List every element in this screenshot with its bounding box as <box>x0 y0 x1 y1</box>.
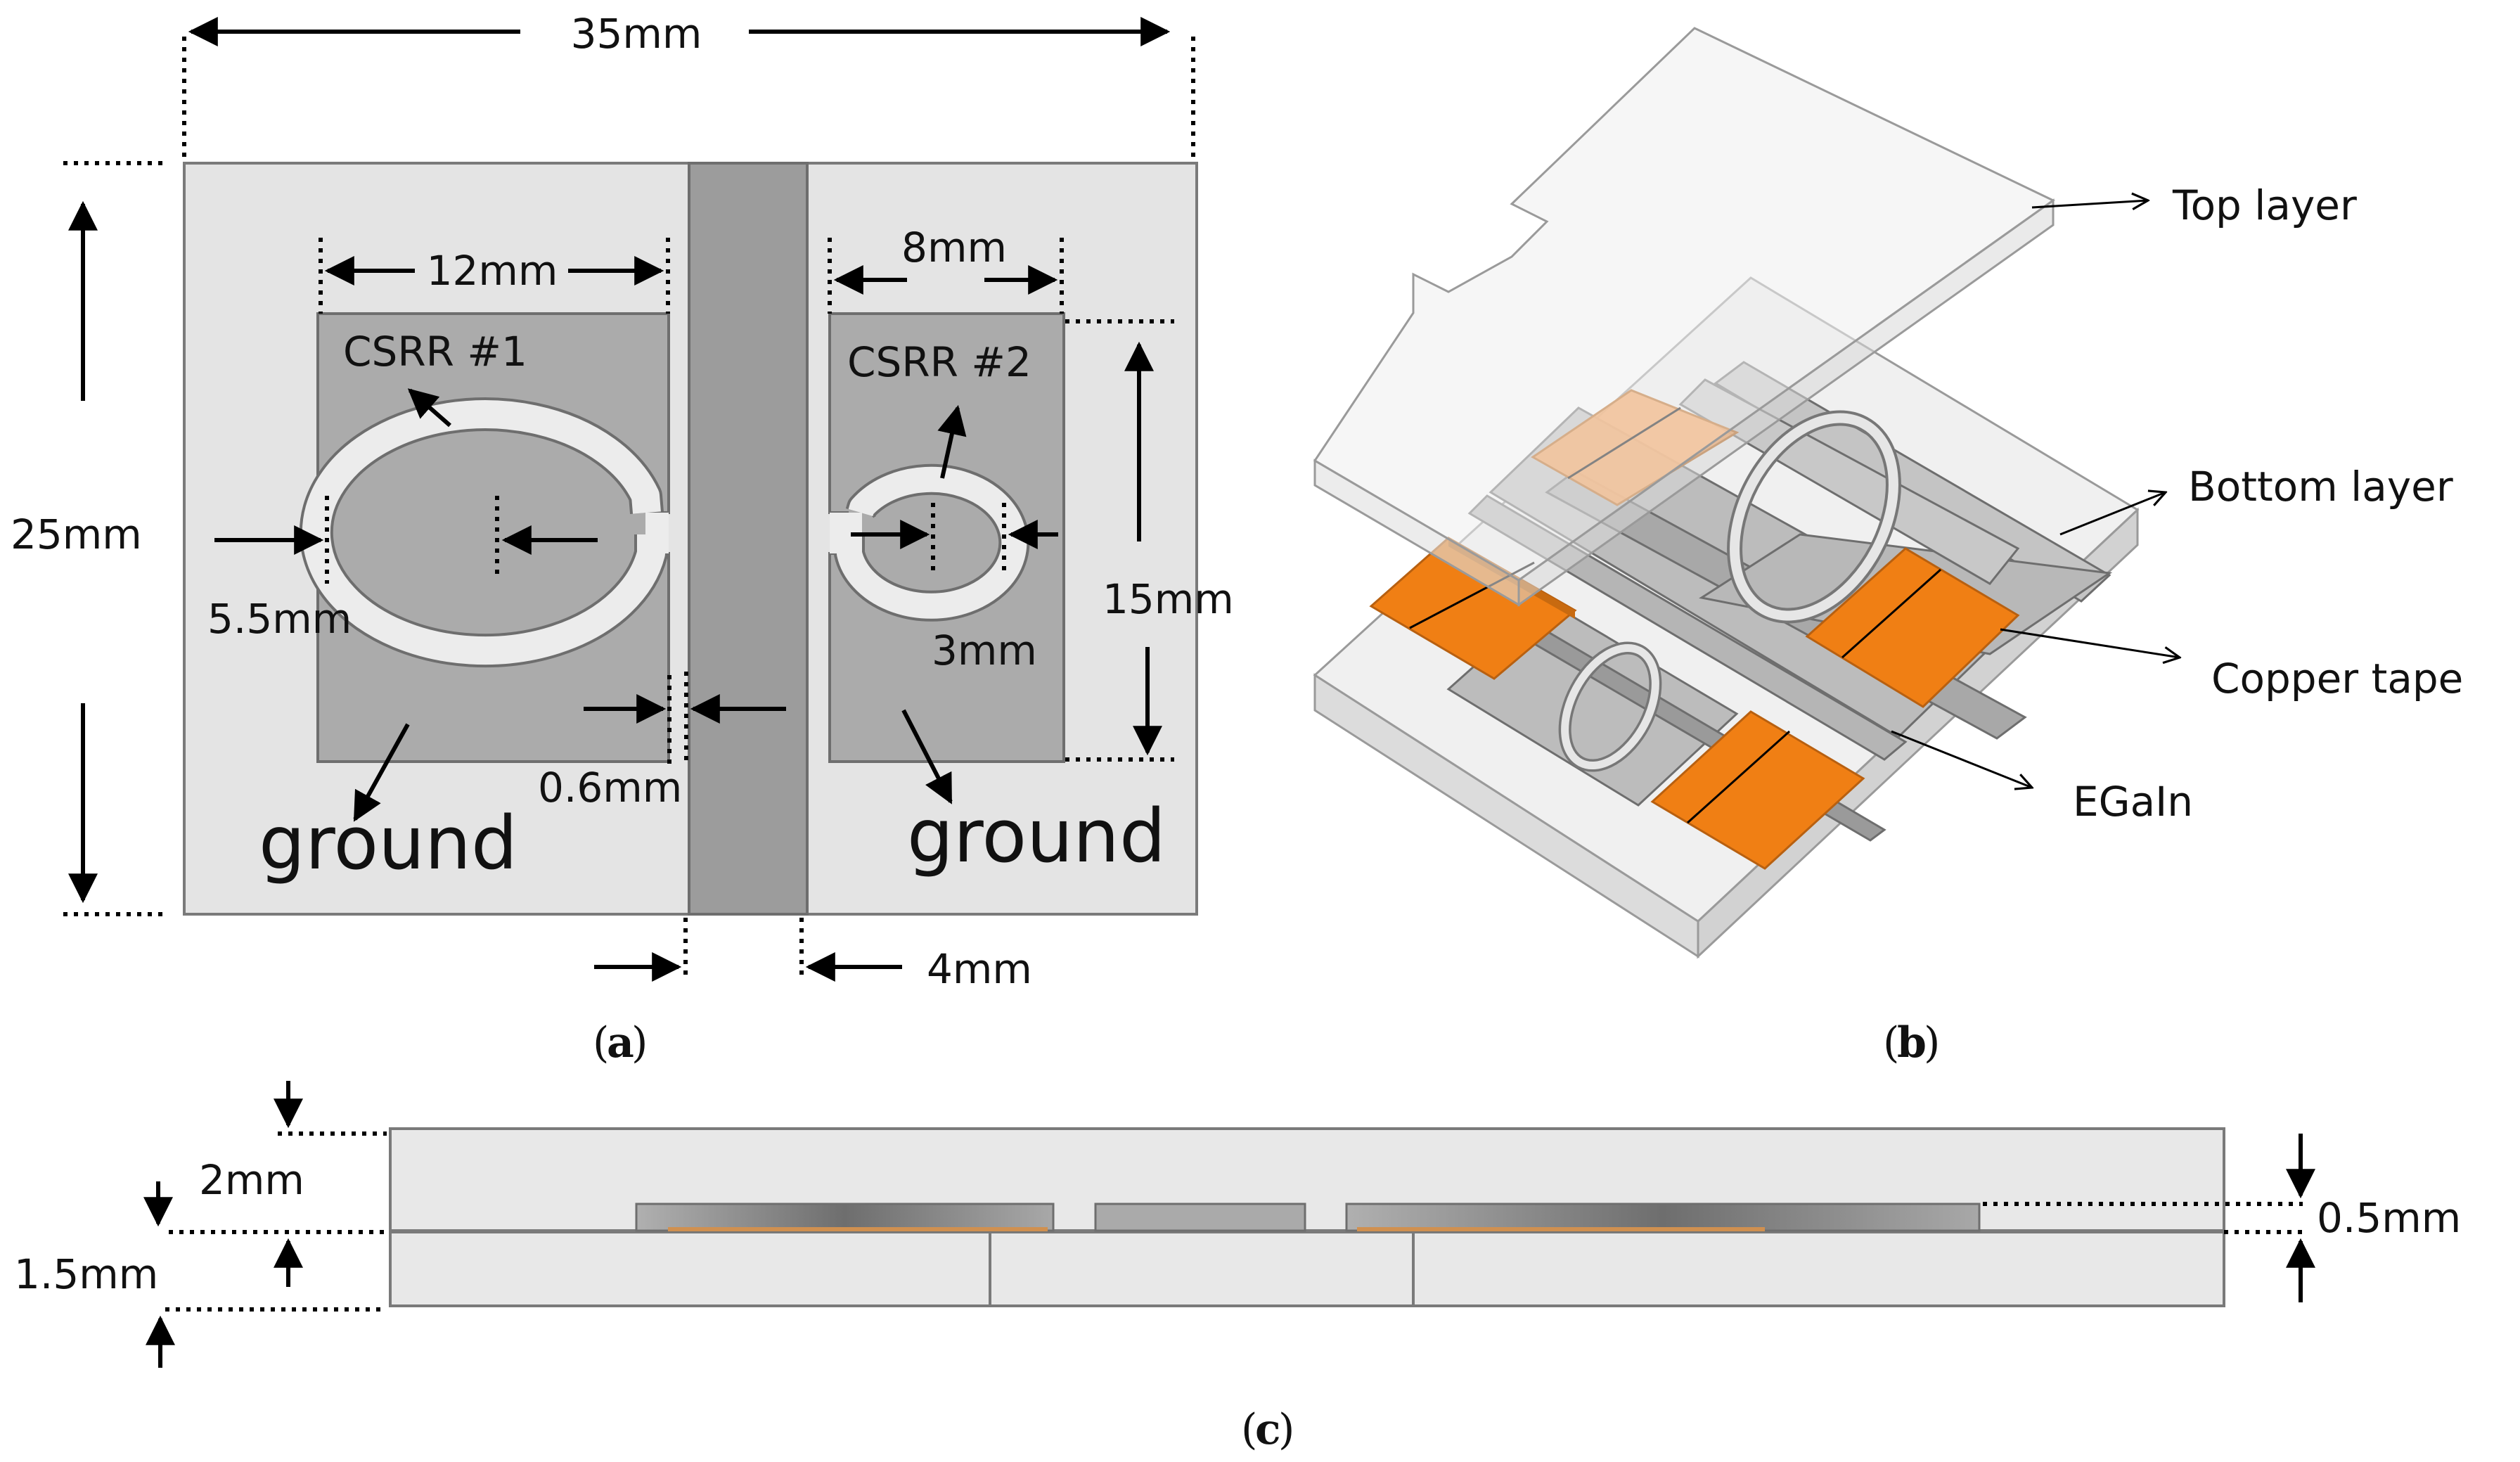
top-layer-label: Top layer <box>2172 181 2357 229</box>
channel-right-copper <box>1357 1227 1765 1231</box>
dim-0p6mm-label: 0.6mm <box>538 764 682 812</box>
dim-15mm-label: 15mm <box>1102 575 1234 623</box>
ground-right-label: ground <box>907 793 1166 879</box>
channel-left <box>635 1203 1055 1232</box>
dim-2mm-label: 2mm <box>199 1156 304 1204</box>
bottom-layer-pointer <box>2059 492 2166 536</box>
dim-8mm-label: 8mm <box>901 224 1007 271</box>
csrr2-label: CSRR #2 <box>847 338 1031 386</box>
panel-a: 35mm 25mm 12mm 8mm CSRR #1 CSRR #2 5.5mm <box>11 10 1234 1067</box>
copper-tape-3 <box>1805 547 2020 708</box>
csrr2-3d-ring-inner <box>1561 643 1659 770</box>
bottom-layer-section <box>389 1231 2225 1307</box>
dim-35mm-label: 35mm <box>571 10 702 58</box>
ground-left-label: ground <box>259 800 518 886</box>
egain-pointer <box>1891 730 2032 788</box>
caption-c-close: ) <box>1278 1405 1294 1454</box>
dim-1p5mm-label: 1.5mm <box>14 1250 158 1298</box>
top-layer-pointer <box>2031 200 2148 207</box>
dim-25mm-label: 25mm <box>11 511 142 558</box>
feed-line <box>688 162 809 916</box>
csrr1-3d-ring-inner <box>1730 413 1898 621</box>
caption-a-close: ) <box>631 1018 648 1067</box>
dim-12mm-label: 12mm <box>427 247 558 295</box>
dim-3mm-label: 3mm <box>932 627 1037 674</box>
caption-b-letter: b <box>1897 1018 1927 1067</box>
copper-tape-label: Copper tape <box>2211 655 2463 703</box>
panel-b: Top layer Bottom layer Copper tape EGaIn… <box>1313 27 2463 1067</box>
channel-right <box>1345 1203 1981 1232</box>
csrr1-label: CSRR #1 <box>343 328 527 376</box>
csrr1-pointer <box>407 388 451 428</box>
egain-label: EGaIn <box>2073 778 2193 826</box>
ground-left-pointer <box>353 723 410 822</box>
caption-c-open: ( <box>1241 1405 1257 1454</box>
caption-b-open: ( <box>1883 1018 1899 1067</box>
caption-c-letter: c <box>1255 1405 1281 1454</box>
ground-plane-left <box>316 312 670 763</box>
dim-4mm-label: 4mm <box>927 945 1032 993</box>
copper-tape-pointer <box>2000 628 2180 658</box>
bottom-layer-label: Bottom layer <box>2188 463 2453 511</box>
top-layer-slab <box>1313 27 2055 607</box>
ground-right-pointer <box>901 709 953 804</box>
channel-left-copper <box>668 1227 1048 1231</box>
panel-c: 2mm 1.5mm 0.5mm ( c ) <box>14 1081 2461 1454</box>
copper-tape-2 <box>1650 710 1865 870</box>
caption-b-close: ) <box>1924 1018 1940 1067</box>
dim-0p5mm-label: 0.5mm <box>2317 1194 2461 1242</box>
csrr2-pointer <box>937 404 967 479</box>
caption-a-letter: a <box>607 1018 634 1067</box>
caption-a-open: ( <box>593 1018 609 1067</box>
dim-5p5mm-label: 5.5mm <box>207 595 352 643</box>
channel-center <box>1094 1203 1306 1232</box>
